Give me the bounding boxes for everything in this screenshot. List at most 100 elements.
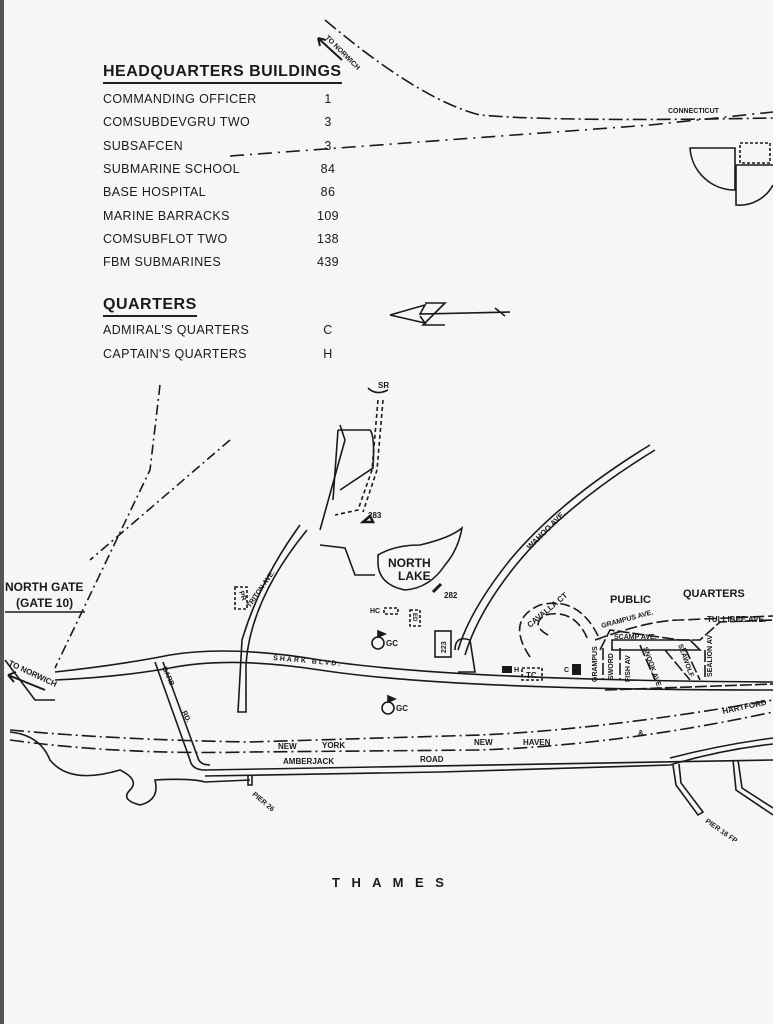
- label-sr: SR: [378, 381, 389, 390]
- label-gate-10: (GATE 10): [16, 596, 73, 610]
- building-ed: [409, 609, 421, 627]
- label-grampus: GRAMPUS: [592, 646, 599, 682]
- building-name: SUBMARINE SCHOOL: [103, 162, 240, 176]
- golf-course-icon: [381, 701, 395, 715]
- quarters-letter: H: [323, 347, 333, 361]
- quarters-name: ADMIRAL'S QUARTERS: [103, 323, 250, 337]
- label-scamp-ave: SCAMP AVE.: [614, 634, 657, 641]
- label-rd: RD.: [180, 710, 191, 724]
- building-name: FBM SUBMARINES: [103, 255, 222, 269]
- legend-row: COMSUBFLOT TWO 138: [103, 232, 353, 246]
- label-road: ROAD: [420, 755, 444, 764]
- north-lake-outline: [377, 525, 464, 591]
- building-number: 138: [316, 232, 340, 246]
- building-name: COMSUBFLOT TWO: [103, 232, 228, 246]
- building-number: 3: [324, 115, 332, 129]
- building-number: 1: [324, 92, 332, 106]
- pier-18: [672, 763, 705, 817]
- label-connecticut: CONNECTICUT: [668, 108, 720, 115]
- triton-ave: [237, 524, 308, 713]
- to-norwich-top-arrow-icon: [317, 37, 343, 61]
- lot-outline: [454, 637, 476, 673]
- building-name: BASE HOSPITAL: [103, 185, 206, 199]
- label-h: H: [514, 667, 519, 674]
- page-edge-left: [0, 0, 4, 1024]
- label-sealion-av: SEALION AV: [707, 635, 714, 677]
- shoreline: [9, 731, 251, 806]
- building-number: 86: [320, 185, 336, 199]
- golf-flag-icon: [387, 694, 398, 704]
- legend-row: FBM SUBMARINES 439: [103, 255, 353, 269]
- label-gc: GC: [386, 639, 398, 648]
- label-223: 223: [441, 641, 448, 653]
- building-number: 84: [320, 162, 336, 176]
- label-north-gate: NORTH GATE: [5, 580, 83, 594]
- building-283: [359, 514, 376, 524]
- building-number: 3: [324, 139, 332, 153]
- sr-access-road: [334, 399, 384, 516]
- gate-guide-line: [54, 384, 231, 669]
- grampus-ave: [594, 615, 773, 641]
- label-hc: HC: [370, 608, 380, 615]
- legend-row: ADMIRAL'S QUARTERS C: [103, 323, 353, 337]
- label-to-norwich-top: TO NORWICH: [324, 34, 361, 71]
- legend-row: COMSUBDEVGRU TWO 3: [103, 115, 353, 129]
- barb-rd: [154, 661, 773, 771]
- label-tc: TC: [526, 671, 537, 680]
- building-name: COMSUBDEVGRU TWO: [103, 115, 251, 129]
- building-name: SUBSAFCEN: [103, 139, 184, 153]
- label-pr: PR: [237, 590, 247, 602]
- headquarters-legend: HEADQUARTERS BUILDINGS COMMANDING OFFICE…: [103, 63, 342, 269]
- building-name: MARINE BARRACKS: [103, 209, 230, 223]
- lake-side-path: [319, 544, 375, 576]
- building-hc: [383, 607, 399, 615]
- building-number: 439: [316, 255, 340, 269]
- label-ed: ED: [411, 613, 417, 622]
- golf-flag-icon: [377, 629, 388, 639]
- public-quarters-blocks: [599, 619, 773, 691]
- label-thames: T H A M E S: [332, 875, 448, 890]
- building-c: [572, 664, 581, 675]
- railroad-south: [9, 699, 773, 754]
- label-pier-26: PIER 26: [251, 791, 276, 813]
- label-new: NEW: [278, 742, 297, 751]
- legend-row: MARINE BARRACKS 109: [103, 209, 353, 223]
- legend-row: BASE HOSPITAL 86: [103, 185, 353, 199]
- label-york: YORK: [322, 741, 345, 750]
- sr-area-outline: [332, 429, 375, 501]
- railroad-branch: [229, 111, 773, 157]
- label-north-lake: LAKE: [398, 569, 431, 583]
- label-haven: HAVEN: [523, 738, 551, 747]
- legend-title: QUARTERS: [103, 296, 197, 317]
- label-hartford: HARTFORD: [722, 698, 768, 716]
- label-sword: SWORD: [608, 653, 615, 680]
- building-282: [431, 582, 443, 594]
- label-amberjack: AMBERJACK: [283, 757, 334, 766]
- legend-title: HEADQUARTERS BUILDINGS: [103, 63, 342, 84]
- sr-symbol: [367, 387, 389, 394]
- label-ampersand: &: [638, 729, 644, 738]
- golf-course-icon: [371, 636, 385, 650]
- legend-row: SUBSAFCEN 3: [103, 139, 353, 153]
- building-top-right: [689, 147, 773, 206]
- amberjack-road: [204, 737, 773, 777]
- label-fish-av: FISH AV: [625, 655, 632, 682]
- cavalla-ct: [518, 602, 601, 658]
- label-public-quarters: PUBLIC: [610, 594, 651, 606]
- quarters-letter: C: [323, 323, 333, 337]
- building-h: [502, 666, 512, 673]
- label-c: C: [564, 667, 569, 674]
- label-new: NEW: [474, 738, 493, 747]
- label-cavalla-ct: CAVALLA CT: [526, 591, 570, 630]
- to-norwich-arrow-icon: [7, 671, 46, 691]
- legend-row: SUBMARINE SCHOOL 84: [103, 162, 353, 176]
- north-arrow-icon: [389, 302, 511, 326]
- shark-blvd: [54, 650, 773, 691]
- label-tullibee-ave: TULLIBEE AVE.: [707, 615, 766, 624]
- building-number: 109: [316, 209, 340, 223]
- label-gc: GC: [396, 704, 408, 713]
- label-282: 282: [444, 591, 458, 600]
